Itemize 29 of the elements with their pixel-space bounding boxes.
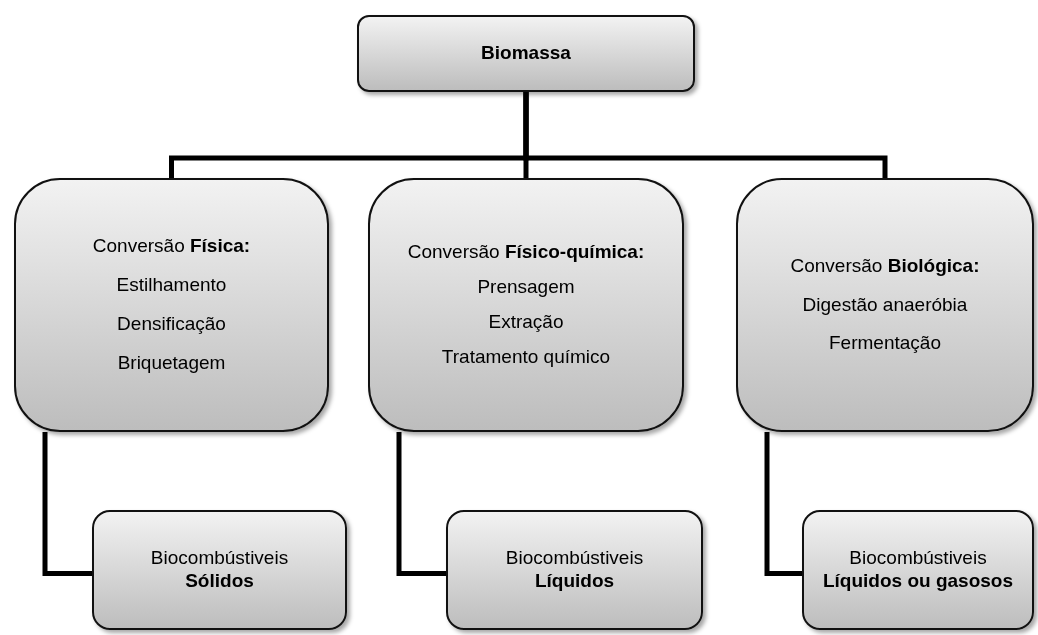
box-text: Densificação bbox=[116, 313, 227, 336]
box-text: Tratamento químico bbox=[440, 345, 612, 369]
box-text: Líquidos ou gasosos bbox=[822, 570, 1014, 593]
box-text: Digestão anaeróbia bbox=[801, 293, 969, 317]
box-text: Sólidos bbox=[184, 570, 255, 593]
root-box bbox=[357, 15, 695, 92]
connector-line bbox=[396, 432, 446, 577]
box-heading: Conversão Física: bbox=[91, 235, 252, 259]
category-box bbox=[368, 178, 684, 432]
box-heading: Conversão Físico-química: bbox=[406, 241, 646, 265]
box-heading: Biomassa bbox=[480, 42, 572, 65]
box-heading: Conversão Biológica: bbox=[789, 254, 981, 278]
box-text: Líquidos bbox=[533, 570, 616, 593]
connector-line bbox=[42, 432, 92, 577]
connector-line bbox=[523, 92, 888, 178]
box-text: Fermentação bbox=[828, 332, 942, 356]
result-box bbox=[446, 510, 703, 630]
box-text: Extração bbox=[487, 311, 565, 334]
box-heading: Biocombústiveis bbox=[848, 547, 988, 570]
box-heading: Biocombústiveis bbox=[149, 547, 290, 570]
box-text: Prensagem bbox=[476, 276, 576, 299]
box-text: Briquetagem bbox=[116, 351, 227, 375]
box-text: Estilhamento bbox=[115, 274, 228, 297]
category-box bbox=[736, 178, 1034, 432]
connector-line bbox=[764, 432, 802, 577]
result-box bbox=[802, 510, 1034, 630]
box-heading: Biocombústiveis bbox=[504, 547, 645, 570]
category-box bbox=[14, 178, 329, 432]
result-box bbox=[92, 510, 347, 630]
